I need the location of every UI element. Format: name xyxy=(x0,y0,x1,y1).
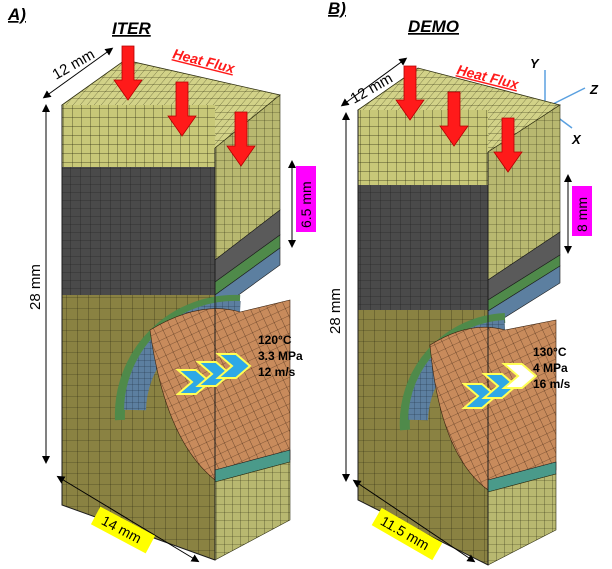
armor-front-face xyxy=(358,110,488,185)
axis-x-label: X xyxy=(571,132,582,147)
monoblock-model-demo xyxy=(357,67,561,566)
bottom-width-badge xyxy=(90,506,156,554)
axis-z-label: Z xyxy=(589,82,599,97)
coolant-temperature-iter: 120°C xyxy=(258,333,292,347)
coolant-chevron xyxy=(215,353,252,379)
dim-armor-iter: 6.5 mm xyxy=(298,181,314,228)
dim-line-top-width xyxy=(340,57,408,107)
panel-b-letter: B) xyxy=(328,0,346,18)
heat-flux-arrows-demo xyxy=(395,65,523,173)
dim-line-top-width xyxy=(42,47,114,99)
monoblock-model-iter xyxy=(61,59,291,561)
dim-top-width-iter: 12 mm xyxy=(50,46,98,84)
bottom-width-badge xyxy=(371,507,443,561)
panel-iter: A) ITER xyxy=(7,5,316,563)
dim-line-bottom-width xyxy=(352,479,476,563)
panel-demo: B) DEMO Y Z X xyxy=(327,0,599,566)
interlayer-front xyxy=(358,185,488,310)
coolant-pressure-demo: 4 MPa xyxy=(533,361,568,375)
coolant-chevron xyxy=(481,373,518,399)
coolant-flow-chevrons-iter xyxy=(175,353,252,395)
coolant-velocity-demo: 16 m/s xyxy=(533,377,571,391)
axis-y-label: Y xyxy=(530,56,540,71)
coolant-chevron xyxy=(195,361,232,387)
heat-flux-arrow xyxy=(226,111,256,167)
heat-flux-arrow xyxy=(493,117,523,173)
panel-a-letter: A) xyxy=(7,5,26,24)
dim-height-demo: 28 mm xyxy=(327,288,344,334)
coolant-chevron xyxy=(501,363,538,389)
interlayer-front xyxy=(62,167,215,295)
panel-b-title: DEMO xyxy=(408,17,459,36)
dim-armor-demo: 8 mm xyxy=(574,197,590,232)
dim-line-bottom-width xyxy=(56,475,200,563)
heat-flux-label-iter: Heat Flux xyxy=(171,45,237,76)
coolant-pressure-iter: 3.3 MPa xyxy=(258,349,303,363)
panel-a-title: ITER xyxy=(112,19,151,38)
armor-thickness-badge xyxy=(296,166,316,232)
heat-flux-arrow xyxy=(439,91,469,147)
coolant-conditions-iter: 120°C 3.3 MPa 12 m/s xyxy=(258,333,303,379)
coolant-velocity-iter: 12 m/s xyxy=(258,365,296,379)
coolant-chevron xyxy=(461,383,498,409)
coolant-temperature-demo: 130°C xyxy=(533,345,567,359)
coolant-chevron xyxy=(175,369,212,395)
dim-height-iter: 28 mm xyxy=(27,264,44,310)
heat-flux-arrow xyxy=(167,81,197,137)
heat-flux-arrow xyxy=(113,45,143,101)
coolant-conditions-demo: 130°C 4 MPa 16 m/s xyxy=(533,345,571,391)
armor-front-face xyxy=(62,105,215,167)
armor-thickness-badge xyxy=(572,186,592,236)
coolant-flow-chevrons-demo xyxy=(461,363,538,409)
heat-flux-arrows-iter xyxy=(113,45,256,167)
